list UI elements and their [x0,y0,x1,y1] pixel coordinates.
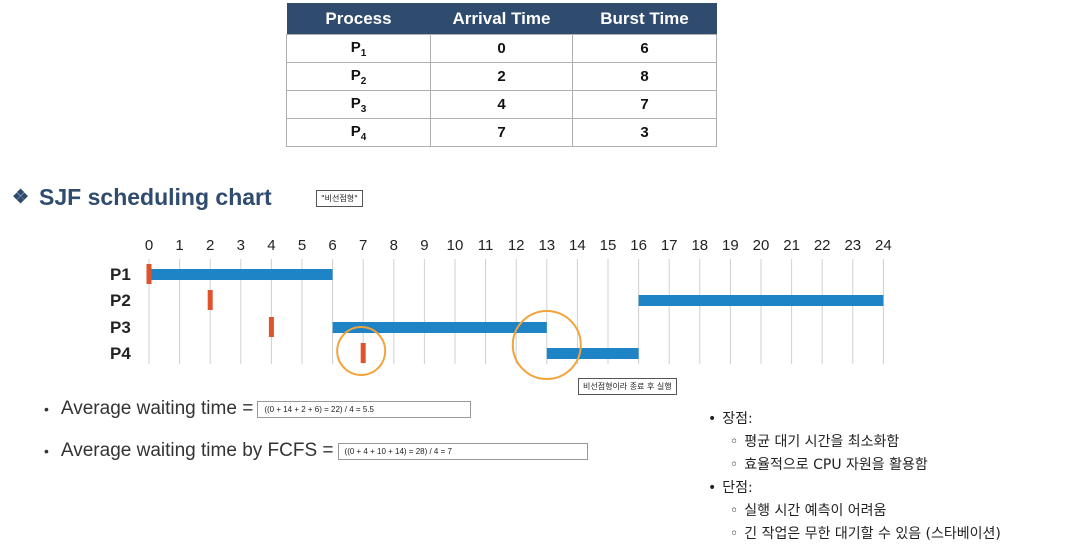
process-label: P1 [110,265,131,284]
tick-label: 3 [237,237,245,254]
tick-label: 5 [298,237,306,254]
header-process: Process [286,3,431,35]
tick-label: 7 [359,237,367,254]
section-title-text: SJF scheduling chart [39,184,272,210]
tick-label: 6 [328,237,336,254]
arrival-marker [268,317,274,337]
arrival-cell: 4 [430,90,573,119]
tick-label: 19 [722,237,739,254]
table-row: P3 4 7 [286,90,717,119]
avg-waiting-line: • Average waiting time = ((0 + 14 + 2 + … [44,398,472,420]
diamond-bullet-icon: ❖ [12,187,30,208]
tick-label: 9 [420,237,428,254]
section-title: ❖ SJF scheduling chart [12,184,272,211]
tick-label: 24 [875,237,892,254]
header-burst-time: Burst Time [572,3,717,35]
arrival-marker [207,290,213,310]
bullet-icon: • [44,401,49,417]
tick-label: 10 [447,237,464,254]
tick-label: 1 [175,237,183,254]
tick-label: 8 [390,237,398,254]
table-header-row: Process Arrival Time Burst Time [286,3,717,35]
highlight-circle [511,310,582,380]
avg-fcfs-line: • Average waiting time by FCFS = ((0 + 4… [44,440,588,462]
process-label: P3 [110,318,131,337]
arrival-marker [146,264,152,284]
pros-item: 효율적으로 CPU 자원을 활용함 [730,454,1001,474]
nonpreemptive-note: "비선점형" [316,190,363,207]
tick-label: 2 [206,237,214,254]
pros-item: 평균 대기 시간을 최소화함 [730,431,1001,451]
avg-fcfs-label: Average waiting time by FCFS = [60,440,334,461]
tick-label: 0 [145,237,153,254]
cons-item: 실행 시간 예측이 어려움 [730,500,1001,520]
arrival-cell: 0 [430,34,573,63]
process-label: P2 [110,291,131,310]
gantt-bar [332,322,547,333]
pros-title: 장점: [708,408,1001,428]
gantt-bar [546,348,639,359]
process-cell: P1 [286,34,431,63]
process-cell: P3 [286,90,431,119]
table-row: P4 7 3 [286,118,717,147]
process-cell: P2 [286,62,431,91]
table-row: P1 0 6 [286,34,717,63]
tick-label: 4 [267,237,275,254]
process-table: Process Arrival Time Burst Time P1 0 6 P… [286,3,717,147]
tick-label: 23 [844,237,861,254]
table-row: P2 2 8 [286,62,717,91]
cons-item: 긴 작업은 무한 대기할 수 있음 (스타베이션) [730,523,1001,543]
bullet-icon: • [44,443,49,459]
tick-label: 11 [478,237,494,254]
pros-cons-list: 장점: 평균 대기 시간을 최소화함 효율적으로 CPU 자원을 활용함 단점:… [708,408,1001,546]
gantt-bar [638,295,884,306]
tick-label: 17 [661,237,678,254]
gantt-annotation: 비선점형이라 종료 후 실행 [578,378,677,395]
arrival-marker [360,343,366,363]
tick-label: 18 [691,237,708,254]
gantt-bar [149,269,333,280]
avg-waiting-formula: ((0 + 14 + 2 + 6) = 22) / 4 = 5.5 [257,400,472,418]
cons-title: 단점: [708,477,1001,497]
process-cell: P4 [286,118,431,147]
header-arrival-time: Arrival Time [430,3,573,35]
avg-fcfs-formula: ((0 + 4 + 10 + 14) = 28) / 4 = 7 [337,442,588,460]
tick-label: 12 [508,237,525,254]
burst-cell: 7 [572,90,717,119]
tick-label: 15 [600,237,617,254]
burst-cell: 3 [572,118,717,147]
burst-cell: 8 [572,62,717,91]
tick-label: 14 [569,237,586,254]
tick-label: 16 [630,237,647,254]
tick-label: 13 [538,237,555,254]
avg-waiting-label: Average waiting time = [60,398,254,419]
process-label: P4 [110,344,131,363]
tick-label: 20 [753,237,770,254]
tick-label: 22 [814,237,831,254]
burst-cell: 6 [572,34,717,63]
highlight-circle [336,326,387,376]
arrival-cell: 2 [430,62,573,91]
tick-label: 21 [783,237,800,254]
arrival-cell: 7 [430,118,573,147]
